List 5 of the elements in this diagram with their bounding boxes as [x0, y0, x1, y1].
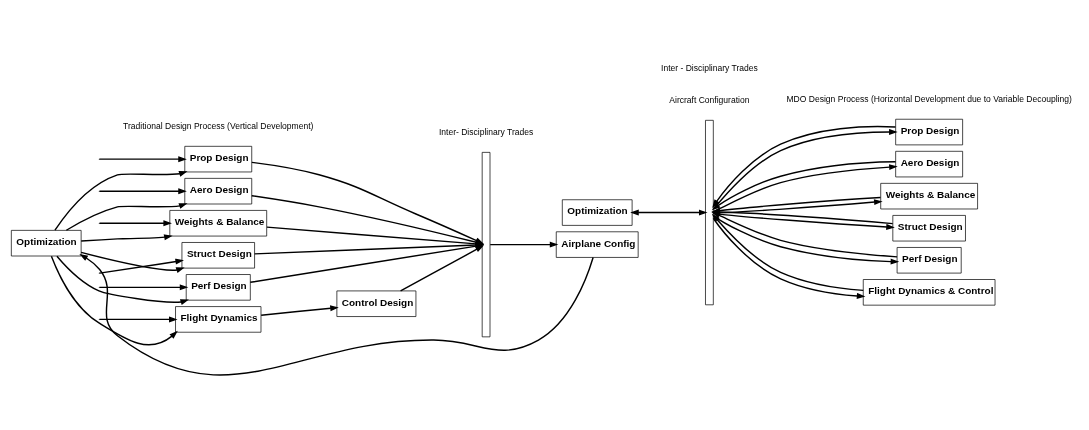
label: Inter - Disciplinary Trades	[661, 62, 758, 73]
label: Traditional Design Process (Vertical Development)	[123, 120, 314, 131]
label: Inter- Disciplinary Trades	[438, 126, 534, 137]
label: MDO Design Process (Horizontal Development due to Variable Decoupling)	[786, 93, 1072, 104]
label: Aircraft Configuration	[669, 94, 750, 105]
